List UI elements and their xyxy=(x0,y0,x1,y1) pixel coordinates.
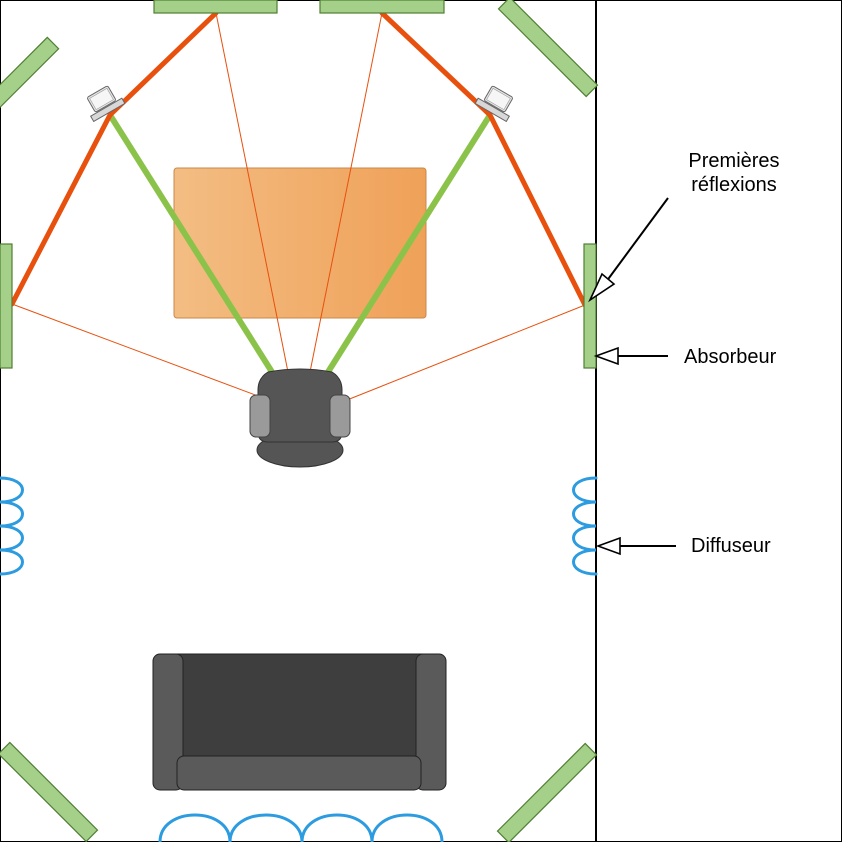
arrow-first-reflections-head xyxy=(588,272,616,303)
ray-ceiling-right-to-chair xyxy=(309,12,383,373)
ray-left-wall-to-chair xyxy=(11,303,259,397)
absorber-corner-bottom-right xyxy=(496,742,598,842)
callout-arrows xyxy=(588,197,676,556)
ray-right-wall-to-chair xyxy=(341,304,586,403)
absorber-corner-bottom-left xyxy=(0,741,99,842)
chair-arm-right xyxy=(329,394,351,438)
absorber-right-wall xyxy=(583,243,597,369)
ray-ceiling-left-to-chair xyxy=(215,12,289,373)
chair-back xyxy=(257,368,343,443)
absorber-corner-top-right xyxy=(497,0,599,98)
reflection-path-left-ceiling xyxy=(107,10,219,118)
sofa xyxy=(152,653,447,791)
direct-path-right xyxy=(325,113,493,374)
sofa-seat-cushion xyxy=(176,755,422,791)
reflection-path-right-ceiling xyxy=(379,10,493,118)
sofa-arm-left xyxy=(152,653,184,791)
arrow-first-reflections-line xyxy=(605,197,669,283)
absorber-left-wall xyxy=(0,243,13,369)
secondary-rays xyxy=(11,12,586,403)
absorber-top-left xyxy=(153,0,278,14)
speaker-left xyxy=(87,85,126,123)
chair-arm-left xyxy=(249,394,271,438)
reflection-path-left-side xyxy=(9,112,113,307)
speaker-right xyxy=(474,85,513,123)
diffuser-bottom-wall xyxy=(158,813,444,842)
sofa-arm-right xyxy=(415,653,447,791)
direct-path-left xyxy=(107,113,275,374)
label-diffuser: Diffuseur xyxy=(691,535,771,557)
label-first-reflections-line2: réflexions xyxy=(691,174,777,196)
chair xyxy=(249,368,351,468)
arrow-absorber-head xyxy=(593,346,619,366)
diffuser-right-wall xyxy=(572,476,598,576)
direct-paths xyxy=(107,113,493,374)
absorber-corner-top-left xyxy=(0,36,60,138)
label-absorber: Absorbeur xyxy=(684,346,777,368)
reflection-paths xyxy=(9,10,588,308)
diffuser-left-wall xyxy=(0,476,24,576)
desk xyxy=(173,167,427,319)
absorber-panels xyxy=(0,0,599,842)
arrow-diffuser-head xyxy=(595,536,621,556)
absorber-top-right xyxy=(319,0,445,14)
reflection-path-right-side xyxy=(487,112,588,308)
label-first-reflections: Premières réflexions xyxy=(664,149,804,197)
label-first-reflections-line1: Premières xyxy=(688,150,780,172)
diffusers xyxy=(0,476,598,842)
